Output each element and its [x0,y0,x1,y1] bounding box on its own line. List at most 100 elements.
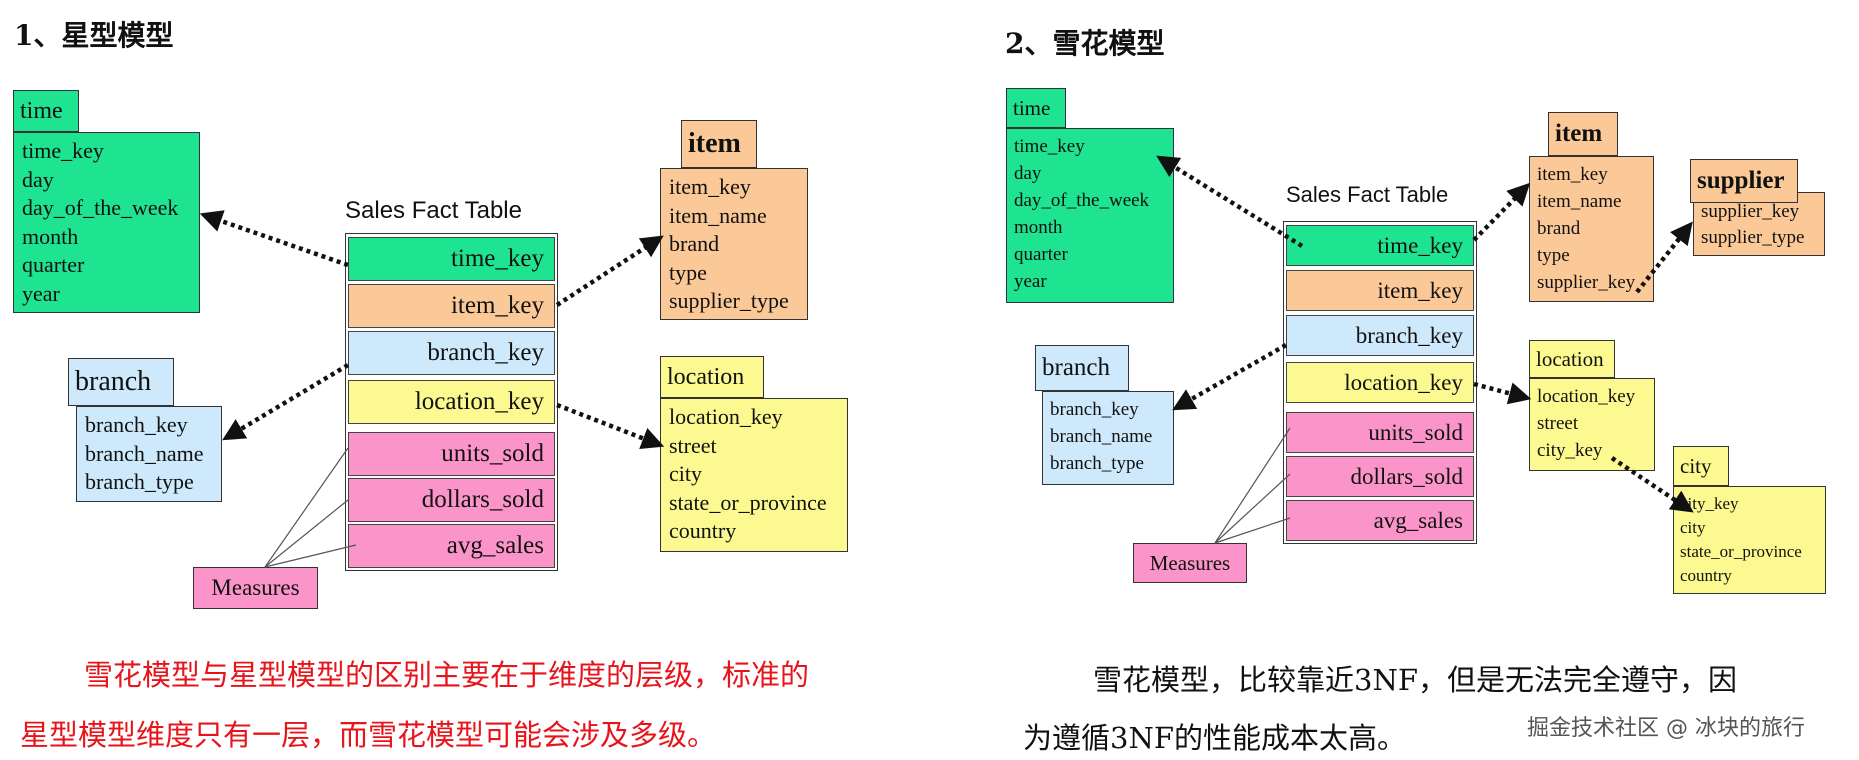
field: day_of_the_week [1014,190,1150,211]
snowflake-schema-heading: 2、雪花模型 [1005,27,1165,60]
field: time_key [22,138,104,163]
field: branch_key [85,412,188,437]
field: location_key [669,404,783,429]
snow-fact-row-avg-sales: avg_sales [1286,500,1474,541]
field: city_key [1537,440,1603,461]
snow-location-table: location_key street city_key [1529,378,1655,471]
snow-arrow-fact-to-branch [1172,343,1288,411]
watermark: 掘金技术社区 @ 冰块的旅行 [1527,716,1805,741]
field: branch_key [1050,399,1139,420]
snow-arrow-item-to-supplier [1635,221,1693,294]
snow-item-table: item_key item_name brand type supplier_k… [1529,156,1654,302]
snow-arrow-fact-to-item [1472,182,1531,242]
snow-fact-table-title: Sales Fact Table [1286,182,1449,207]
snow-time-table-title: time [1006,88,1066,128]
star-fact-row-branch-key: branch_key [348,331,555,375]
star-schema-heading: 1、星型模型 [14,19,174,52]
star-caption-line-2: 星型模型维度只有一层，而雪花模型可能会涉及多级。 [20,718,717,752]
star-measures-line [264,447,349,568]
field: supplier_type [1701,227,1805,248]
field: country [1680,566,1732,585]
snow-location-table-title: location [1529,340,1615,378]
field: supplier_key [1701,201,1800,222]
star-fact-row-dollars-sold: dollars_sold [348,478,555,522]
snow-fact-row-units-sold: units_sold [1286,412,1474,453]
field: state_or_province [669,489,827,515]
star-location-table: location_key street city state_or_provin… [660,398,848,552]
star-time-table: time_key day day_of_the_week month quart… [13,132,200,313]
field: item_key [669,174,751,199]
snow-city-table-title: city [1673,446,1729,486]
snow-branch-table-title: branch [1035,345,1129,391]
snow-city-table: city_key city state_or_province country [1673,486,1826,594]
field: street [1537,413,1579,434]
snow-measures-label: Measures [1133,543,1247,583]
star-fact-row-units-sold: units_sold [348,432,555,476]
field: location_key [1537,386,1636,407]
snow-measures-line [1214,517,1291,544]
snow-branch-table: branch_key branch_name branch_type [1042,391,1174,485]
star-fact-row-time-key: time_key [348,237,555,281]
snow-supplier-table-title: supplier [1690,159,1798,203]
field: quarter [1014,244,1068,265]
star-caption-line-1: 雪花模型与星型模型的区别主要在于维度的层级，标准的 [84,658,810,692]
snow-arrow-fact-to-time [1156,155,1304,248]
field: day_of_the_week [22,195,179,220]
star-location-table-title: location [660,356,764,398]
field: brand [1537,218,1581,239]
field: city [669,461,702,486]
star-time-table-title: time [13,90,79,132]
star-branch-table-title: branch [68,358,174,406]
snow-caption-line-1: 雪花模型，比较靠近3NF，但是无法完全遵守，因 [1093,663,1737,697]
star-branch-table: branch_key branch_name branch_type [76,406,222,502]
star-fact-row-item-key: item_key [348,284,555,328]
star-arrow-fact-to-location [556,402,665,449]
snow-supplier-table: supplier_key supplier_type [1693,192,1825,256]
field: street [669,432,717,458]
field: month [1014,217,1063,238]
field: brand [669,231,720,256]
field: type [669,259,707,285]
field: supplier_type [669,288,789,313]
field: type [1537,245,1570,266]
field: year [1014,271,1047,292]
snow-caption-line-2: 为遵循3NF的性能成本太高。 [1023,721,1406,755]
star-fact-table [345,233,558,571]
field: supplier_key [1537,272,1636,293]
snow-fact-row-dollars-sold: dollars_sold [1286,456,1474,497]
star-measures-label: Measures [193,567,318,609]
field: branch_type [85,469,194,494]
snow-fact-row-item-key: item_key [1286,270,1474,311]
star-arrow-fact-to-time [199,210,349,268]
snow-measures-line [1214,427,1291,544]
field: quarter [22,252,85,277]
field: year [22,280,60,306]
snow-fact-row-location-key: location_key [1286,362,1474,403]
field: branch_name [1050,426,1153,447]
field: country [669,518,737,543]
star-fact-table-title: Sales Fact Table [345,197,522,224]
field: city_key [1680,494,1739,513]
star-fact-row-location-key: location_key [348,380,555,424]
snow-time-table: time_key day day_of_the_week month quart… [1006,128,1174,303]
star-item-table: item_key item_name brand type supplier_t… [660,168,808,320]
star-item-table-title: item [681,120,757,168]
star-measures-line [264,499,349,568]
field: month [22,223,79,249]
snow-measures-line [1214,473,1291,544]
field: day [1014,163,1042,184]
star-arrow-fact-to-branch [222,363,350,441]
snow-item-table-title: item [1548,112,1618,156]
field: state_or_province [1680,542,1802,561]
field: item_name [669,202,767,228]
field: day [22,166,54,192]
snow-arrow-fact-to-location [1473,381,1532,405]
star-measures-line [264,544,357,568]
field: branch_name [85,440,204,466]
star-arrow-fact-to-item [555,235,664,307]
field: city [1680,518,1706,537]
field: time_key [1014,136,1085,157]
field: item_name [1537,191,1622,212]
snow-fact-row-time-key: time_key [1286,225,1474,266]
